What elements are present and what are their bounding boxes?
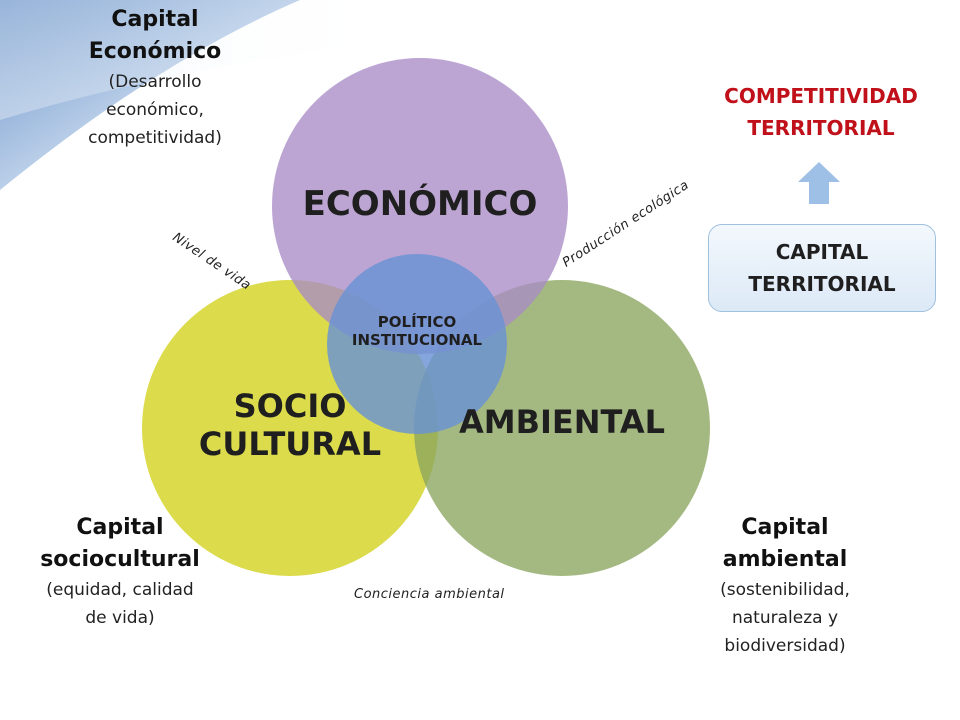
corner-band [0,0,420,120]
capital-territorial-box: CAPITAL TERRITORIAL [708,224,936,312]
arrow-up-icon [798,162,840,204]
caption-capital-ambiental: Capital ambiental (sostenibilidad, natur… [720,515,850,656]
politico-label: POLÍTICO INSTITUCIONAL [351,313,483,349]
caption-capital-sociocultural: Capital sociocultural (equidad, calidad … [40,515,200,628]
ambiental-label: AMBIENTAL [458,403,666,441]
circle-economico [272,58,568,354]
sociocultural-label: SOCIO CULTURAL [198,387,382,463]
circle-politico [327,254,507,434]
competitividad-territorial-title: COMPETITIVIDAD TERRITORIAL [724,84,918,140]
economico-label: ECONÓMICO [302,184,538,224]
caption-capital-economico: Capital Económico (Desarrollo económico,… [88,7,222,148]
edge-label-conciencia-ambiental: Conciencia ambiental [354,587,505,602]
